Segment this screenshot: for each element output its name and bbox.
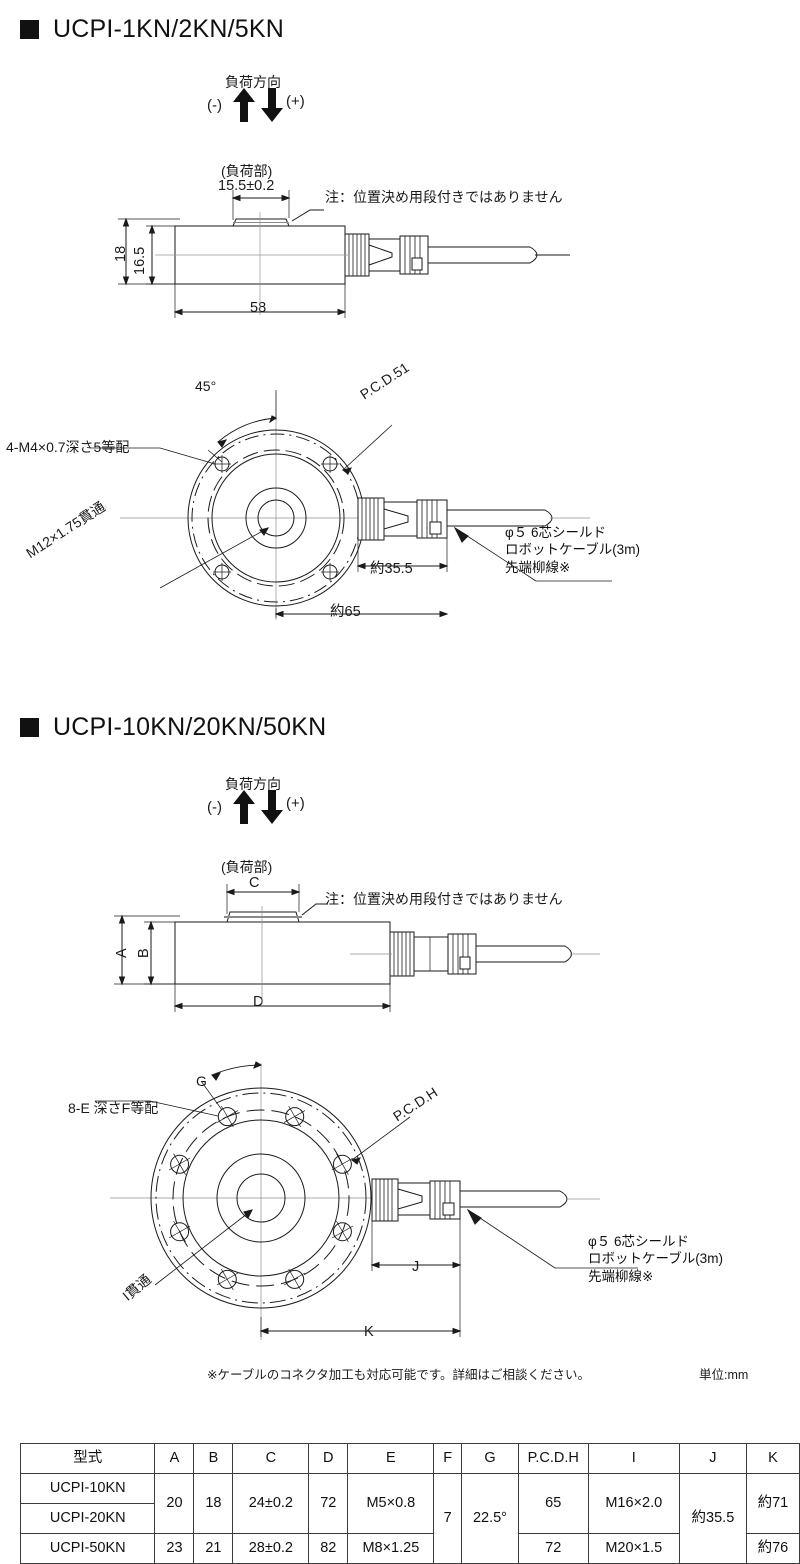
cell-i: M20×1.5 xyxy=(587,1533,680,1564)
angle-label-1: 45° xyxy=(195,378,217,394)
bolt-note-2: 8-E 深さF等配 xyxy=(68,1100,159,1116)
section-title: UCPI-10KN/20KN/50KN xyxy=(53,713,327,741)
section-header-1: UCPI-1KN/2KN/5KN xyxy=(20,15,284,44)
cell-model: UCPI-20KN xyxy=(19,1503,156,1534)
step-note-2: 注：位置決め用段付きではありません xyxy=(325,891,563,907)
cable-note-1: φ５ 6芯シールド ロボットケーブル(3m) 先端柳線※ xyxy=(505,525,640,575)
cell-d: 72 xyxy=(308,1473,349,1534)
cell-i: M16×2.0 xyxy=(587,1473,680,1534)
cell-c: 24±0.2 xyxy=(232,1473,310,1534)
cell-g: 22.5° xyxy=(460,1473,519,1564)
table-header-row: 型式 A B C D E F G P.C.D.H I J K xyxy=(19,1443,800,1474)
connector-dim-1: 約35.5 xyxy=(370,561,413,577)
load-direction-arrows-2 xyxy=(233,790,283,824)
cable-note-2: φ５ 6芯シールド ロボットケーブル(3m) 先端柳線※ xyxy=(588,1234,723,1284)
cell-b: 21 xyxy=(193,1533,234,1564)
overall-dim-1: 約65 xyxy=(330,604,361,620)
th-e: E xyxy=(347,1443,435,1474)
square-bullet-icon xyxy=(20,20,39,39)
spec-table-wrap: 型式 A B C D E F G P.C.D.H I J K UCPI-10KN… xyxy=(19,1443,800,1564)
cell-f: 7 xyxy=(433,1473,462,1564)
top-dimension-1: 15.5±0.2 xyxy=(218,178,275,194)
th-k: K xyxy=(745,1443,800,1474)
load-direction-plus-1: (+) xyxy=(286,93,305,110)
th-model: 型式 xyxy=(19,1443,156,1474)
cell-k: 約71 xyxy=(745,1473,800,1534)
load-direction-plus-2: (+) xyxy=(286,795,305,812)
spec-table: 型式 A B C D E F G P.C.D.H I J K UCPI-10KN… xyxy=(19,1443,800,1564)
load-part-label-2: (負荷部) xyxy=(221,859,273,875)
cell-c: 28±0.2 xyxy=(232,1533,310,1564)
connector-dim-2: J xyxy=(412,1259,420,1275)
cell-d: 82 xyxy=(308,1533,349,1564)
cell-model: UCPI-10KN xyxy=(19,1473,156,1504)
th-a: A xyxy=(154,1443,195,1474)
cell-a: 23 xyxy=(154,1533,195,1564)
width-dim-2: D xyxy=(253,994,264,1010)
angle-label-2: G xyxy=(196,1073,207,1089)
overall-dim-2: K xyxy=(364,1324,374,1340)
table-row: UCPI-20KN xyxy=(19,1503,800,1534)
th-c: C xyxy=(232,1443,310,1474)
th-g: G xyxy=(460,1443,519,1474)
section-title: UCPI-1KN/2KN/5KN xyxy=(53,15,285,43)
th-b: B xyxy=(193,1443,234,1474)
section-header-2: UCPI-10KN/20KN/50KN xyxy=(20,713,326,742)
cell-model: UCPI-50KN xyxy=(19,1533,156,1564)
th-i: I xyxy=(587,1443,680,1474)
cell-k: 約76 xyxy=(745,1533,800,1564)
top-dimension-2: C xyxy=(249,875,260,891)
th-d: D xyxy=(308,1443,349,1474)
load-direction-minus-1: (-) xyxy=(207,97,222,114)
load-direction-label-2: 負荷方向 xyxy=(225,776,281,792)
cell-pcdh: 65 xyxy=(517,1473,589,1534)
plan-view-drawing-1 xyxy=(90,390,612,620)
thread-note-1: M12×1.75貫通 xyxy=(23,498,108,562)
square-bullet-icon xyxy=(20,718,39,737)
side-view-drawing-1 xyxy=(118,190,570,318)
unit-note: 単位:mm xyxy=(699,1368,749,1382)
th-j: J xyxy=(679,1443,747,1474)
th-f: F xyxy=(433,1443,462,1474)
load-part-label-1: (負荷部) xyxy=(221,163,273,179)
cell-pcdh: 72 xyxy=(517,1533,589,1564)
step-note-1: 注：位置決め用段付きではありません xyxy=(325,189,563,205)
load-direction-minus-2: (-) xyxy=(207,799,222,816)
cable-footnote: ※ケーブルのコネクタ加工も対応可能です。詳細はご相談ください。 xyxy=(207,1368,590,1382)
plan-view-drawing-2 xyxy=(95,1061,638,1340)
side-view-drawing-2 xyxy=(114,884,600,1012)
load-direction-arrows-1 xyxy=(233,88,283,122)
th-pcdh: P.C.D.H xyxy=(517,1443,589,1474)
cell-j: 約35.5 xyxy=(679,1473,747,1564)
cell-e: M5×0.8 xyxy=(347,1473,435,1534)
bolt-note-1: 4-M4×0.7深さ5等配 xyxy=(6,439,130,455)
table-row: UCPI-10KN 20 18 24±0.2 72 M5×0.8 7 22.5°… xyxy=(19,1473,800,1564)
cell-b: 18 xyxy=(193,1473,234,1534)
load-direction-label-1: 負荷方向 xyxy=(225,74,281,90)
cell-e: M8×1.25 xyxy=(347,1533,435,1564)
cell-a: 20 xyxy=(154,1473,195,1534)
